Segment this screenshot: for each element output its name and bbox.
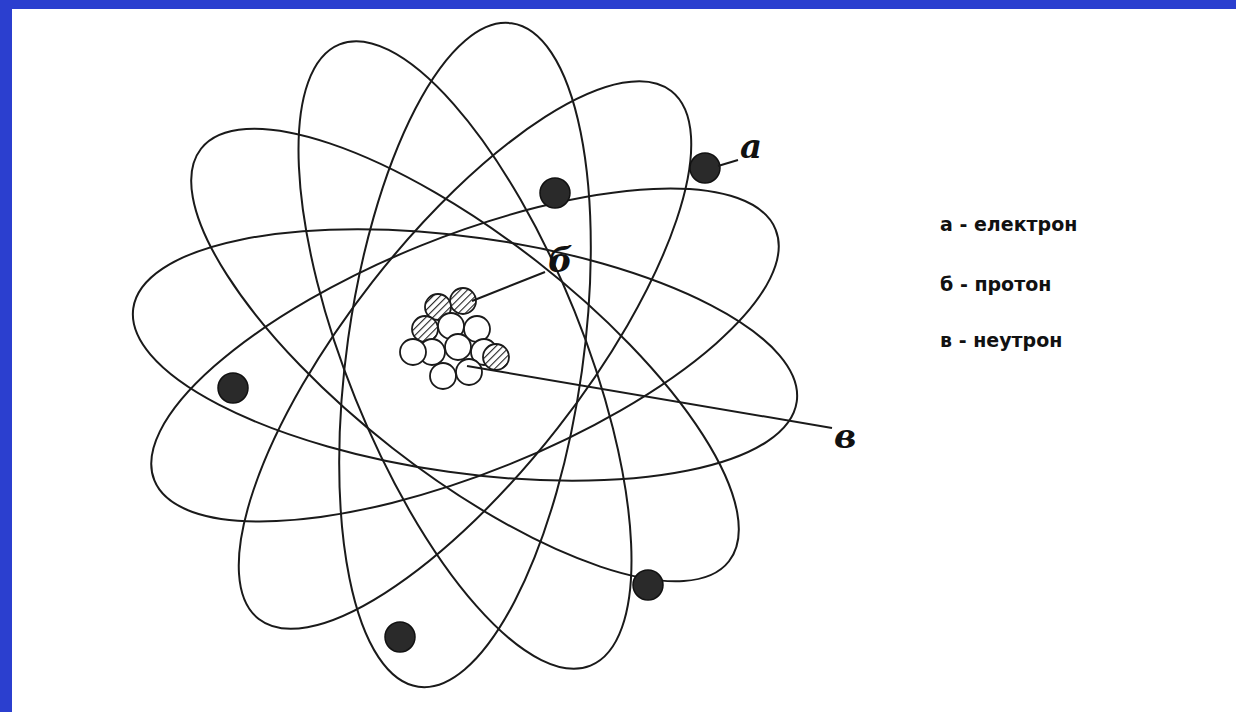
leader-line bbox=[718, 160, 738, 166]
leader-line bbox=[467, 366, 832, 428]
neutron-particle bbox=[430, 363, 456, 389]
orbit-ellipse bbox=[128, 56, 801, 654]
legend-text: а - електрон bbox=[940, 214, 1077, 235]
callout-letter: в bbox=[834, 418, 856, 455]
nucleus bbox=[400, 288, 509, 389]
electron-dot bbox=[690, 153, 720, 183]
legend-text: в - неутрон bbox=[940, 330, 1062, 351]
orbit-ellipse bbox=[166, 18, 764, 691]
orbit-ellipse bbox=[117, 192, 813, 519]
electron-dot bbox=[218, 373, 248, 403]
electron-dot bbox=[540, 178, 570, 208]
electron-dot bbox=[385, 622, 415, 652]
neutron-particle bbox=[456, 359, 482, 385]
neutron-particle bbox=[400, 339, 426, 365]
callout-letter: а bbox=[740, 128, 762, 165]
electrons bbox=[218, 153, 720, 652]
leader-lines bbox=[467, 160, 832, 428]
orbit-ellipse bbox=[110, 120, 820, 590]
orbit-ellipse bbox=[302, 7, 629, 703]
proton-particle bbox=[412, 316, 438, 342]
legend-text: б - протон bbox=[940, 274, 1051, 295]
neutron-particle bbox=[445, 334, 471, 360]
electron-orbits bbox=[110, 0, 820, 710]
leader-line bbox=[472, 272, 545, 301]
proton-particle bbox=[483, 344, 509, 370]
callout-letter: б bbox=[548, 242, 573, 279]
electron-dot bbox=[633, 570, 663, 600]
orbit-ellipse bbox=[230, 0, 700, 710]
slide-background bbox=[12, 9, 1236, 712]
